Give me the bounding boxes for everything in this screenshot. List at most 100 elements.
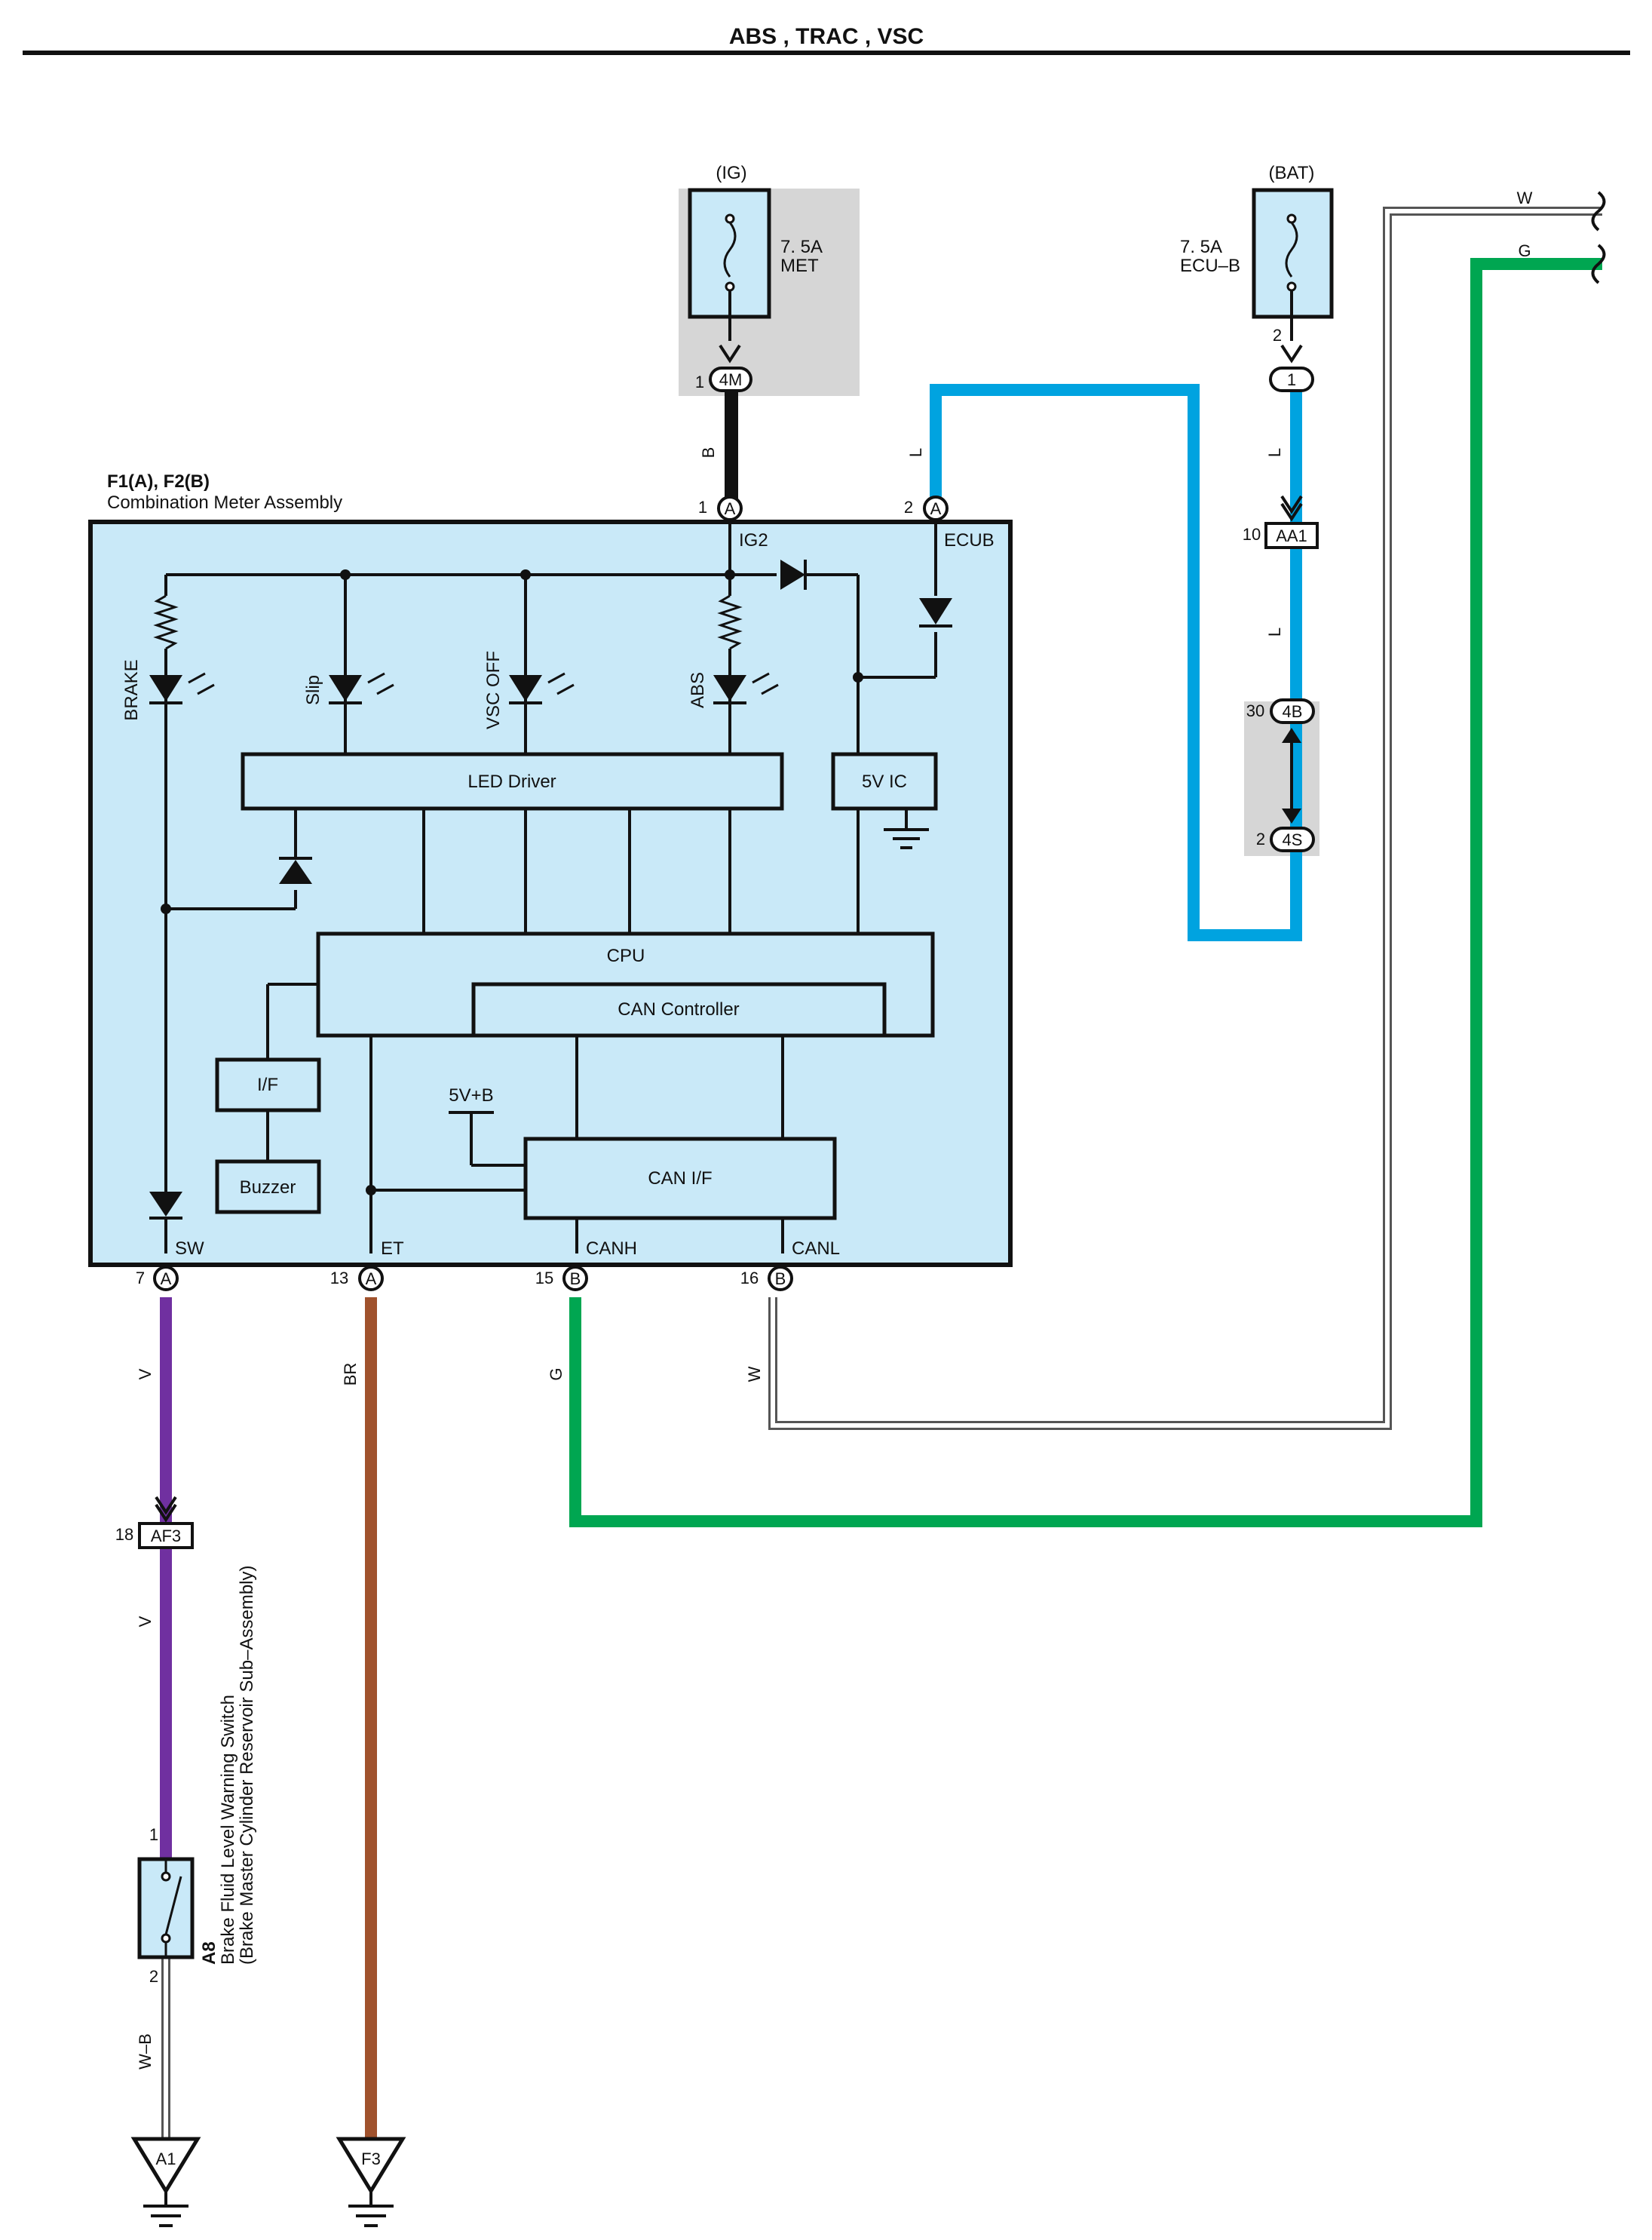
ground-icon	[143, 2191, 188, 2227]
pin-ig2-num: 1	[698, 498, 707, 517]
pin-canl	[768, 1266, 793, 1291]
bat-fuse-name: ECU–B	[1180, 256, 1240, 276]
pin-ig2-label: IG2	[739, 530, 768, 551]
wire-w-inner	[771, 209, 1602, 1428]
j4b-name: 4B	[1283, 702, 1303, 721]
ig-fuse-rating: 7. 5A	[780, 237, 823, 257]
pin-et-label: ET	[381, 1238, 404, 1259]
af3-connector	[138, 1522, 194, 1549]
v5b-label: 5V+B	[449, 1085, 493, 1106]
ig-connector-name: 4M	[719, 370, 743, 389]
ground-f3	[336, 2137, 406, 2195]
pin-ecub-conn: A	[930, 499, 942, 518]
j4s-connector	[1270, 827, 1315, 852]
pin-et-conn: A	[366, 1269, 377, 1288]
led-icon-abs	[713, 672, 779, 704]
pin-canl-num: 16	[740, 1269, 759, 1287]
pin-sw-label: SW	[175, 1238, 204, 1259]
pin-sw-conn: A	[161, 1269, 172, 1288]
bat-connector-name: 1	[1287, 370, 1296, 389]
connector-double-arrow-icon	[1280, 495, 1303, 522]
pin-sw	[153, 1266, 179, 1291]
bat-connector-pin: 2	[1273, 326, 1282, 345]
connector-arrow-icon	[1280, 344, 1303, 364]
resistor-icon	[717, 594, 743, 650]
ig-fuse-header: (IG)	[716, 163, 746, 183]
diode-icon	[919, 598, 952, 628]
j4s-name: 4S	[1283, 830, 1303, 849]
switch-pin2: 2	[149, 1967, 158, 1986]
aa1-connector	[1264, 522, 1319, 549]
meter-name: Combination Meter Assembly	[107, 492, 342, 513]
wire-label-v-1: V	[136, 1368, 155, 1379]
ground-f3-label: F3	[361, 2149, 381, 2168]
fuse-icon	[723, 213, 737, 292]
j4b-pin: 30	[1246, 701, 1264, 720]
switch-icon	[161, 1859, 182, 1957]
led-icon-slip	[329, 672, 394, 704]
led-icon-brake	[149, 672, 215, 704]
j4s-pin: 2	[1256, 830, 1265, 848]
aa1-name: AA1	[1276, 526, 1307, 545]
resistor-icon	[153, 594, 179, 650]
ig-connector-oval	[709, 367, 752, 392]
arrow-down-icon	[1282, 809, 1301, 824]
aa1-pin: 10	[1243, 525, 1261, 544]
wire-label-w-1: W	[745, 1366, 764, 1382]
indicator-brake-label: BRAKE	[121, 659, 142, 720]
can-if-block	[523, 1137, 837, 1220]
cpu-label: CPU	[607, 946, 645, 966]
pin-canh-num: 15	[535, 1269, 553, 1287]
ig-connector-pin: 1	[695, 373, 704, 391]
wire-break-w	[1591, 191, 1606, 232]
led-driver-label: LED Driver	[467, 772, 556, 792]
if-label: I/F	[257, 1075, 278, 1095]
pin-ecub-num: 2	[904, 498, 913, 517]
can-controller-label: CAN Controller	[618, 999, 739, 1020]
bat-fuse-header: (BAT)	[1269, 163, 1315, 183]
ic-5v-label: 5V IC	[862, 772, 907, 792]
ground-a1	[130, 2137, 201, 2195]
indicator-vsc-off-label: VSC OFF	[483, 651, 504, 729]
pin-ecub-label: ECUB	[944, 530, 995, 551]
wire-label-l-2: L	[1265, 448, 1284, 457]
diode-icon	[780, 560, 807, 590]
wire-break-g	[1591, 244, 1606, 284]
wire-g	[569, 258, 1602, 1527]
switch-pin1: 1	[149, 1825, 158, 1844]
indicator-slip-label: Slip	[303, 675, 323, 705]
diode-icon	[149, 1192, 182, 1220]
ground-icon	[348, 2191, 394, 2227]
fuse-icon	[1285, 213, 1298, 292]
ig-fuse-name: MET	[780, 256, 819, 276]
buzzer-block	[215, 1159, 321, 1214]
connector-arrow-icon	[719, 344, 741, 364]
wire-label-v-2: V	[136, 1616, 155, 1627]
diode-icon	[279, 857, 312, 884]
meter-id: F1(A), F2(B)	[107, 471, 210, 492]
af3-pin: 18	[115, 1525, 133, 1544]
pin-canh-label: CANH	[586, 1238, 637, 1259]
pin-canl-label: CANL	[792, 1238, 840, 1259]
pin-ig2-conn: A	[725, 499, 736, 518]
pin-canh	[562, 1266, 588, 1291]
connector-double-arrow-icon	[155, 1496, 177, 1523]
if-block	[215, 1057, 321, 1112]
j4b-connector	[1270, 698, 1315, 724]
wire-label-br: BR	[341, 1363, 360, 1386]
page-title: ABS , TRAC , VSC	[729, 24, 924, 49]
wire-label-l-3: L	[1265, 628, 1284, 637]
ic-5v-block	[831, 752, 938, 811]
ground-a1-label: A1	[156, 2149, 176, 2168]
switch-id: A8	[199, 1941, 219, 1965]
ground-icon	[884, 828, 929, 849]
can-controller-block	[471, 982, 887, 1038]
wire-label-g-1: G	[547, 1367, 565, 1380]
can-if-label: CAN I/F	[648, 1168, 712, 1189]
af3-name: AF3	[151, 1527, 181, 1545]
wire-label-wb: W–B	[136, 2033, 155, 2070]
led-icon-vsc-off	[509, 672, 575, 704]
bat-connector-oval	[1269, 367, 1314, 392]
switch-name: Brake Fluid Level Warning Switch	[218, 1695, 238, 1965]
internal-wiring	[164, 520, 937, 1253]
